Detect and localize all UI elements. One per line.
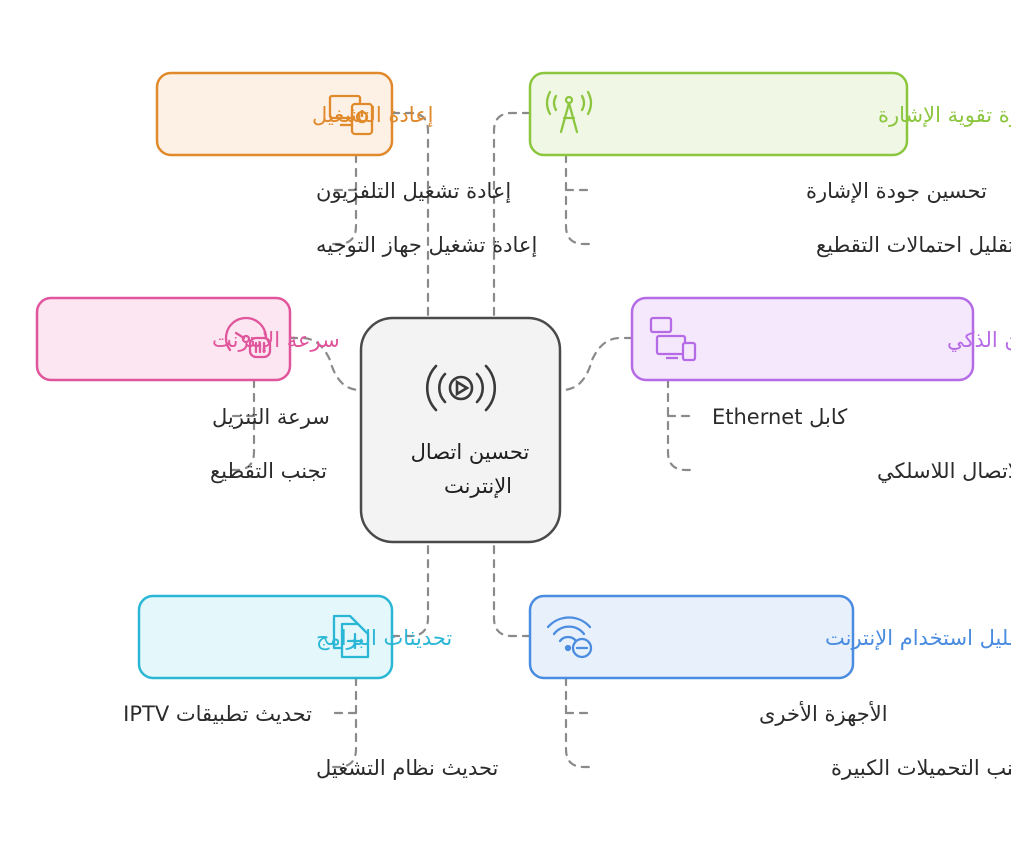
- center-title-line1: تحسين اتصال: [411, 440, 530, 464]
- branch-label-smart-tv: الاتصال بالتلفزيون الذكي: [947, 328, 1011, 352]
- branch-label-updates: تحديثات البرامج: [316, 626, 452, 650]
- connector-smarttv: [560, 336, 634, 392]
- speedometer-icon: [224, 316, 272, 359]
- leaf-restart-2: إعادة تشغيل جهاز التوجيه: [316, 233, 537, 258]
- connector-restart: [390, 111, 430, 320]
- branch-label-speed: سرعة الإنترنت: [212, 328, 340, 352]
- leaf-signal-1: تحسين جودة الإشارة: [806, 179, 987, 203]
- branch-restart: إعادة التشغيل إعادة تشغيل التلفزيون إعاد…: [155, 71, 537, 258]
- connectors: [226, 111, 696, 769]
- leaf-restart-1: إعادة تشغيل التلفزيون: [316, 179, 511, 204]
- leaf-signal-2: تقليل احتمالات التقطيع: [816, 233, 1011, 257]
- connector-updates: [390, 540, 430, 638]
- connector-speed-items: [226, 378, 256, 472]
- leaf-speed-2: تجنب التقطيع: [210, 459, 327, 483]
- leaf-smarttv-1: Ethernet كابل: [712, 405, 847, 429]
- tv-power-icon: [328, 94, 374, 136]
- connector-speed: [288, 336, 362, 392]
- branch-signal-boosters: استخدام أجهزة تقوية الإشارة تحسين جودة ا…: [528, 71, 1011, 257]
- connector-signal-items: [564, 153, 594, 246]
- connector-updates-items: [328, 676, 358, 769]
- branch-speed: سرعة الإنترنت سرعة التنزيل تجنب التقطيع: [35, 296, 340, 483]
- branch-updates: تحديثات البرامج IPTV تحديث تطبيقات تحديث…: [123, 594, 499, 780]
- branch-reduce-usage: تقليل استخدام الإنترنت الأجهزة الأخرى تج…: [528, 594, 1011, 780]
- branch-label-restart: إعادة التشغيل: [312, 103, 433, 128]
- leaf-smarttv-2: الاتصال اللاسلكي: [877, 459, 1011, 483]
- file-plus-icon: [332, 614, 370, 659]
- wifi-minus-icon: [546, 616, 593, 659]
- branch-label-reduce-usage: تقليل استخدام الإنترنت: [825, 626, 1011, 650]
- devices-icon: [649, 316, 697, 362]
- leaf-speed-1: سرعة التنزيل: [212, 405, 330, 429]
- broadcast-play-icon: [426, 364, 496, 412]
- center-title-line2: الإنترنت: [444, 474, 512, 498]
- branch-smart-tv: الاتصال بالتلفزيون الذكي Ethernet كابل ا…: [630, 296, 1011, 483]
- connector-signal: [492, 111, 532, 320]
- antenna-icon: [545, 90, 593, 134]
- leaf-reduce-2: تجنب التحميلات الكبيرة: [831, 756, 1011, 780]
- connector-reduce: [492, 540, 532, 638]
- center-node: تحسين اتصال الإنترنت: [359, 316, 562, 544]
- leaf-updates-1: IPTV تحديث تطبيقات: [123, 702, 312, 726]
- branch-label-signal-boosters: استخدام أجهزة تقوية الإشارة: [878, 101, 1011, 127]
- leaf-updates-2: تحديث نظام التشغيل: [316, 756, 499, 780]
- connector-reduce-items: [564, 676, 594, 769]
- leaf-reduce-1: الأجهزة الأخرى: [759, 701, 888, 726]
- connector-restart-items: [328, 153, 358, 246]
- connector-smarttv-items: [666, 378, 696, 472]
